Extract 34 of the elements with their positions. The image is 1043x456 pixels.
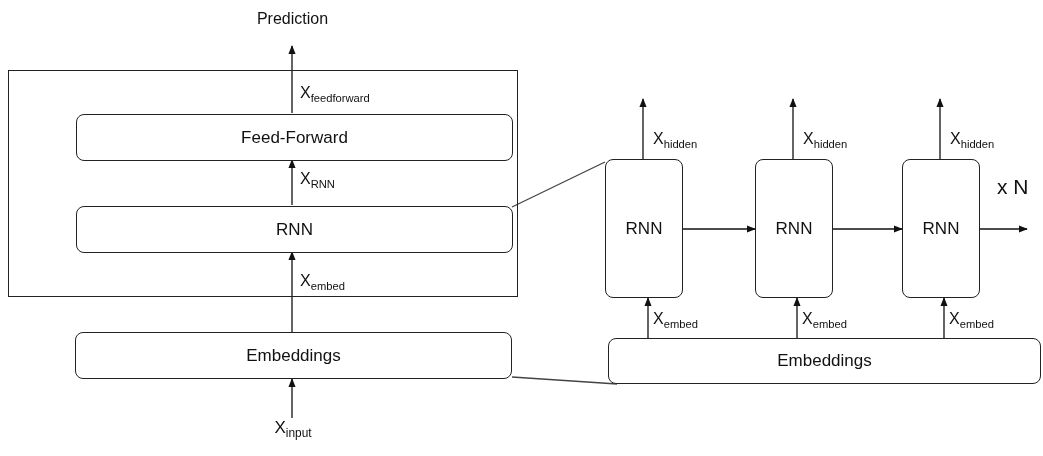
arrow [940, 297, 948, 339]
arrow [639, 98, 647, 160]
layer-box: Embeddings [75, 332, 512, 379]
arrow [793, 297, 801, 339]
arrow [979, 225, 1028, 233]
output-label: Prediction [245, 10, 340, 46]
arrow [789, 98, 797, 160]
layer-box: Feed-Forward [76, 114, 513, 161]
leader-line [511, 161, 606, 208]
arrow [644, 297, 652, 339]
edge-label: X$_{feedforward}$ [300, 84, 370, 102]
edge-label: X$_{embed}$ [300, 272, 345, 290]
rnn-cell-box: RNN [755, 159, 833, 298]
rnn-cell-box: RNN [605, 159, 683, 298]
arrow [288, 159, 296, 206]
arrow [936, 98, 944, 160]
block-frame [8, 70, 518, 297]
edge-label: X$_{embed}$ [949, 310, 994, 328]
arrow [682, 225, 756, 233]
layer-box: RNN [76, 206, 513, 253]
arrow [288, 45, 296, 114]
arrow [288, 251, 296, 333]
layer-box: Embeddings [608, 338, 1041, 384]
edge-label: X$_{embed}$ [802, 310, 847, 328]
edge-label: X$_{RNN}$ [300, 170, 335, 188]
edge-label: X$_{hidden}$ [803, 130, 848, 148]
edge-label: X$_{hidden}$ [950, 130, 995, 148]
arrow [832, 225, 903, 233]
arrow [288, 378, 296, 419]
repeat-count: x N [997, 175, 1029, 199]
edge-label: X$_{embed}$ [653, 310, 698, 328]
rnn-cell-box: RNN [902, 159, 980, 298]
input-label: X$_{input}$ [268, 418, 318, 448]
edge-label: X$_{hidden}$ [653, 130, 698, 148]
